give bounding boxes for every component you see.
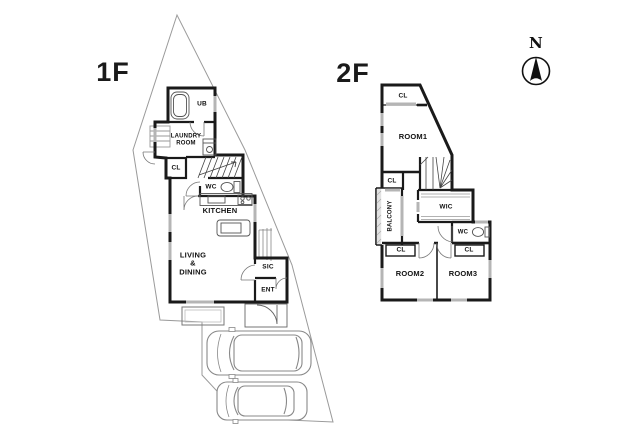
- room-label-cl-1f: CL: [171, 164, 181, 172]
- balcony-railing: [376, 189, 382, 244]
- floor2-title: 2F: [336, 58, 370, 89]
- entrance-outside-steps: [258, 228, 272, 261]
- wic-shelves: [421, 193, 470, 220]
- terrace-deck: [181, 306, 225, 326]
- room-label-room3: ROOM3: [448, 268, 478, 278]
- car-large: [206, 327, 312, 379]
- floor2-doors: [418, 225, 453, 259]
- room-label-room2: ROOM2: [395, 268, 425, 278]
- room-label-cl-room1: CL: [398, 92, 408, 100]
- room-label-ub: UB: [197, 100, 207, 108]
- room-label-wc-1f: WC: [205, 183, 217, 191]
- floor1-windows: [153, 96, 257, 304]
- kitchen-counter: [199, 193, 253, 206]
- car-small: [216, 378, 308, 424]
- entrance-porch: [244, 303, 288, 328]
- living-line1: LIVING: [179, 250, 207, 260]
- bathtub: [170, 91, 190, 120]
- room-label-cl-room2: CL: [396, 246, 406, 254]
- room-label-wc-2f: WC: [457, 229, 469, 236]
- floor2-windows: [380, 102, 492, 302]
- room-label-room1: ROOM1: [398, 131, 428, 141]
- room-label-cl-hall: CL: [387, 177, 397, 185]
- floor1-stairs: [197, 156, 243, 179]
- toilet-1f: [220, 181, 241, 193]
- room-label-cl-room3: CL: [464, 246, 474, 254]
- washing-machine: [202, 138, 217, 156]
- room-label-ent: ENT: [261, 286, 275, 294]
- floor1-title: 1F: [96, 57, 130, 88]
- service-steps: [149, 125, 171, 148]
- floor1-walls: [153, 86, 289, 304]
- room-label-sic: SIC: [262, 263, 274, 271]
- room-label-kitchen: KITCHEN: [202, 205, 238, 215]
- kitchen-island: [216, 219, 251, 237]
- compass-icon: [521, 56, 551, 86]
- floor1-doors: [142, 121, 288, 290]
- room-label-balcony: BALCONY: [387, 200, 394, 232]
- laundry-line1: LAUNDRY: [170, 133, 202, 140]
- floor2-walls: [375, 83, 492, 302]
- laundry-line2: ROOM: [176, 140, 196, 146]
- room-label-laundry: LAUNDRY ROOM: [171, 133, 202, 146]
- living-line3: DINING: [179, 267, 207, 277]
- room-label-living-dining: LIVING & DINING: [179, 250, 207, 277]
- compass-north-label: N: [529, 33, 543, 52]
- toilet-2f: [471, 226, 490, 238]
- room-label-wic: WIC: [439, 203, 453, 211]
- living-line2: &: [190, 258, 196, 268]
- floor2-stairs: [419, 156, 453, 190]
